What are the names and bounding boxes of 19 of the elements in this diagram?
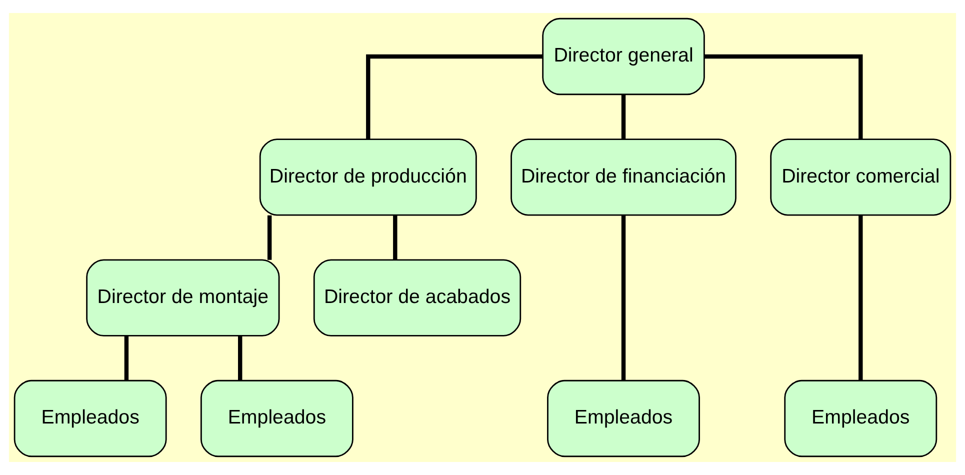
node-box: Empleados (784, 380, 938, 458)
node-box: Director de montaje (86, 259, 280, 336)
node-box: Empleados (200, 380, 354, 458)
node-box: Director comercial (770, 138, 952, 216)
connector (704, 54, 863, 139)
node-box: Empleados (14, 380, 167, 458)
connector (858, 215, 863, 380)
node-box: Director de producción (259, 138, 477, 216)
node-box: Director de financiación (510, 138, 736, 216)
node-box: Empleados (547, 380, 700, 458)
connector (366, 54, 543, 139)
connector (621, 215, 626, 380)
connector (267, 215, 272, 260)
node-box: Director general (542, 18, 705, 96)
connector (393, 215, 398, 260)
connector (621, 94, 626, 140)
connector (124, 336, 129, 381)
connector (238, 336, 242, 381)
node-box: Director de acabados (313, 259, 522, 336)
